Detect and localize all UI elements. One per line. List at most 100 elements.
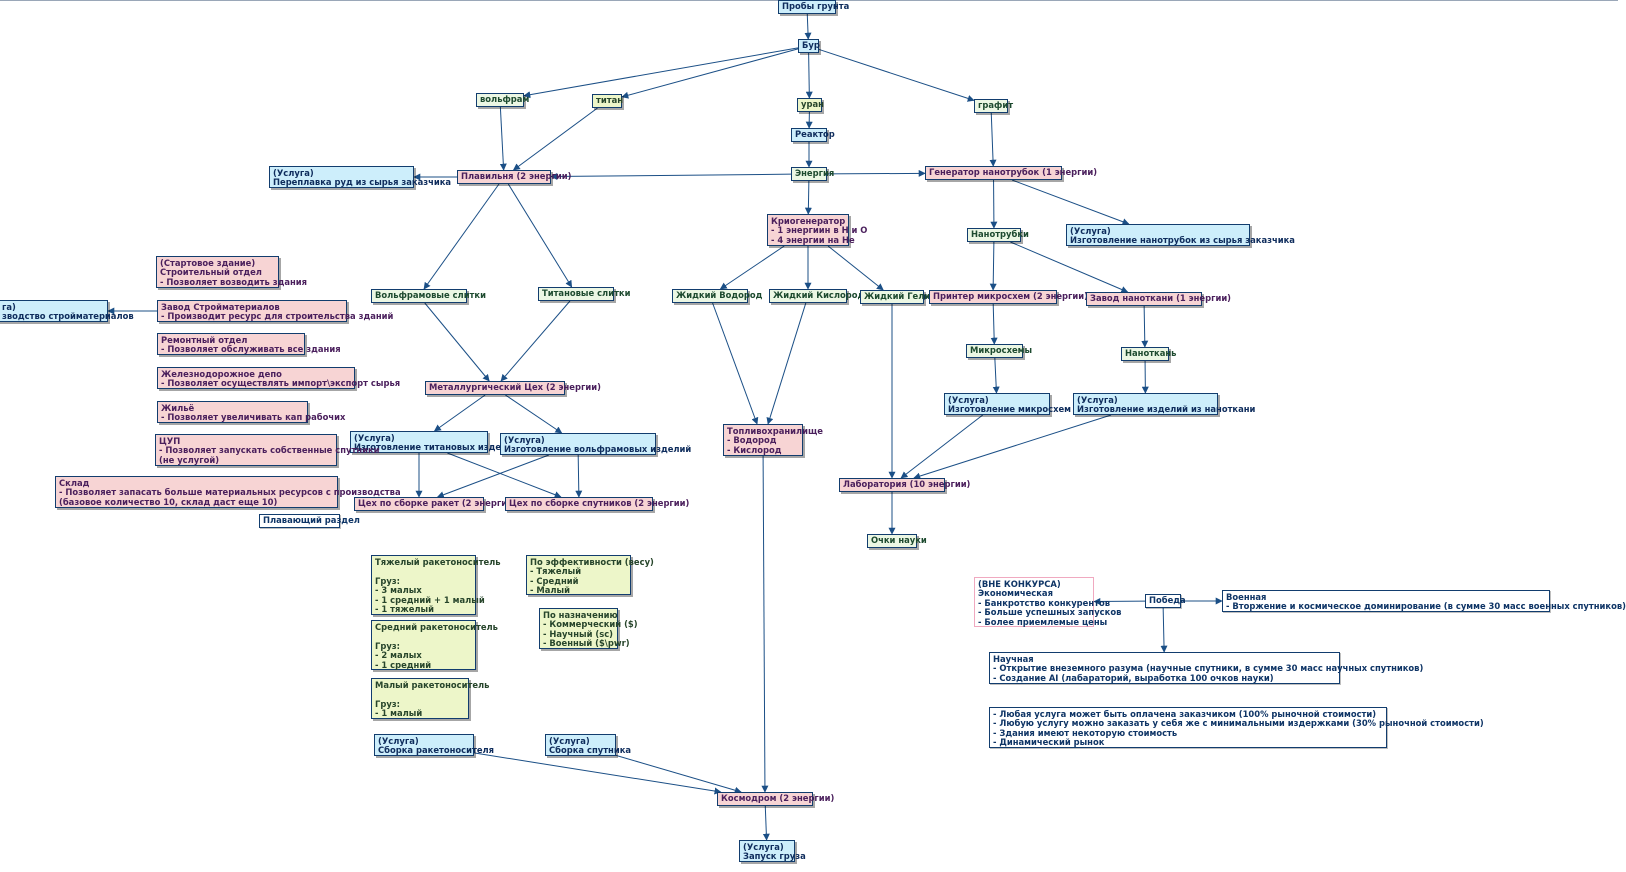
edge-n8-n15 — [507, 183, 573, 288]
node-service-ore-smelting[interactable]: (Услуга)Переплавка руд из сырья заказчик… — [269, 166, 451, 188]
node-building-materials-plant[interactable]: Завод Стройматериалов- Производит ресурс… — [157, 300, 393, 322]
node-construction-dept[interactable]: (Стартовое здание)Строительный отдел- По… — [156, 256, 307, 288]
node-text-line: Генератор нанотрубок (1 энергии) — [929, 167, 1098, 177]
node-microchips[interactable]: Микросхемы — [966, 344, 1032, 358]
node-tungsten[interactable]: вольфрам — [476, 93, 529, 107]
node-rules-notes[interactable]: - Любая услуга может быть оплачена заказ… — [989, 707, 1484, 748]
node-nanotubes[interactable]: Нанотрубки — [967, 228, 1029, 242]
node-liquid-helium[interactable]: Жидкий Гелий — [860, 290, 937, 304]
node-graphite[interactable]: графит — [974, 99, 1014, 113]
node-service-nanofabric-items[interactable]: (Услуга)Изготовление изделий из наноткан… — [1073, 393, 1256, 415]
node-heavy-rocket[interactable]: Тяжелый ракетоноситель Груз:- 3 малых- 1… — [371, 555, 501, 615]
node-housing[interactable]: Жильё- Позволяет увеличивать кап рабочих — [157, 401, 345, 423]
node-text-line: Завод наноткани (1 энергии) — [1090, 293, 1232, 303]
node-text-line: - Кислород — [727, 444, 782, 455]
node-small-rocket[interactable]: Малый ракетоноситель Груз:- 1 малый — [371, 678, 490, 719]
node-military-victory[interactable]: Военная- Вторжение и космическое доминир… — [1222, 590, 1626, 612]
node-text-line: га) — [2, 302, 16, 312]
node-uranium[interactable]: уран — [797, 98, 824, 112]
node-energy[interactable]: Энергия — [791, 167, 834, 181]
node-service-nanotubes[interactable]: (Услуга)Изготовление нанотрубок из сырья… — [1066, 224, 1295, 246]
node-drill[interactable]: Бур — [798, 39, 820, 53]
node-metallurgy-shop[interactable]: Металлургический Цех (2 энергии) — [425, 381, 601, 395]
node-text-line: (не услугой) — [159, 454, 220, 465]
node-victory[interactable]: Победа — [1145, 594, 1186, 608]
node-floating-section[interactable]: Плавающий раздел — [259, 514, 360, 528]
node-text-line: ЦУП — [159, 436, 181, 446]
node-science-victory[interactable]: Научная- Открытие внеземного разума (нау… — [989, 652, 1423, 684]
edge-n27-n31 — [436, 454, 550, 499]
node-service-rocket-assembly[interactable]: (Услуга)Сборка ракетоносителя — [374, 734, 495, 756]
node-text-line: (базовое количество 10, склад даст еще 1… — [59, 496, 278, 507]
node-text-line: Строительный отдел — [160, 267, 262, 278]
node-reactor[interactable]: Реактор — [791, 128, 835, 142]
node-text-line: Наноткань — [1125, 348, 1177, 358]
node-liquid-hydrogen[interactable]: Жидкий Водород — [672, 289, 762, 303]
node-text-line: - 3 малых — [375, 585, 422, 596]
node-text-line: Жидкий Гелий — [864, 291, 937, 301]
node-repair-dept[interactable]: Ремонтный отдел- Позволяет обслуживать в… — [157, 333, 341, 355]
node-titanium-ingots[interactable]: Титановые слитки — [538, 287, 630, 301]
node-economic-victory[interactable]: (ВНЕ КОНКУРСА)Экономическая- Банкротство… — [974, 577, 1122, 627]
edge-n17-n28 — [766, 302, 807, 425]
node-text-line: Запуск груза — [743, 851, 806, 862]
node-text-line: Малый ракетоноситель — [375, 680, 490, 690]
node-text-line: Цех по сборке ракет (2 энергии) — [358, 498, 517, 508]
node-service-tungsten-items[interactable]: (Услуга)Изготовление вольфрамовых издели… — [500, 433, 691, 455]
node-service-titanium-items[interactable]: (Услуга)Изготовление титановых изделий — [350, 431, 519, 453]
node-text-line: (Услуга) — [1077, 395, 1118, 405]
node-text-line: зводство стройматериалов — [2, 311, 134, 322]
node-soil-samples[interactable]: Пробы грунта — [778, 0, 849, 14]
node-rocket-assembly-shop[interactable]: Цех по сборке ракет (2 энергии) — [354, 497, 517, 511]
node-text-line: - Позволяет запасать больше материальных… — [59, 487, 401, 498]
node-text-line: Изготовление изделий из наноткани — [1077, 404, 1256, 415]
node-by-purpose[interactable]: По назначению- Коммерческий ($)- Научный… — [539, 608, 638, 649]
node-text-line: Вольфрамовые слитки — [375, 290, 486, 300]
edge-n1-n4 — [805, 52, 813, 99]
node-service-building-materials-cut[interactable]: га)зводство стройматериалов — [0, 300, 134, 322]
node-text-line: графит — [978, 100, 1014, 110]
node-text-line: Очки науки — [871, 535, 927, 545]
node-laboratory[interactable]: Лаборатория (10 энергии) — [839, 478, 970, 492]
node-nanofabric-factory[interactable]: Завод наноткани (1 энергии) — [1086, 292, 1232, 306]
node-text-line: (Услуга) — [378, 736, 419, 746]
node-service-microchips[interactable]: (Услуга)Изготовление микросхем — [944, 393, 1071, 415]
node-mission-control[interactable]: ЦУП- Позволяет запускать собственные спу… — [155, 434, 380, 466]
node-text-line: Металлургический Цех (2 энергии) — [429, 382, 601, 392]
node-text-line: титан — [596, 95, 624, 105]
node-text-line: - 2 малых — [375, 650, 422, 661]
edge-n52-n54 — [1160, 607, 1168, 653]
node-titanium[interactable]: титан — [592, 94, 624, 108]
node-text-line: - Вторжение и космическое доминирование … — [1226, 601, 1626, 612]
node-warehouse[interactable]: Склад- Позволяет запасать больше материа… — [55, 476, 401, 508]
node-cosmodrome[interactable]: Космодром (2 энергии) — [717, 792, 834, 806]
node-text-line: - Больше успешных запусков — [978, 607, 1122, 618]
node-chip-printer[interactable]: Принтер микросхем (2 энергии) — [929, 290, 1088, 304]
node-tungsten-ingots[interactable]: Вольфрамовые слитки — [371, 289, 486, 303]
node-science-points[interactable]: Очки науки — [867, 534, 927, 548]
node-nanofabric[interactable]: Наноткань — [1121, 347, 1177, 361]
node-liquid-oxygen[interactable]: Жидкий Кислород — [769, 289, 864, 303]
node-text-line: - Создание AI (лабараторий, выработка 10… — [993, 672, 1274, 683]
node-text-line: Военная — [1226, 592, 1267, 602]
node-text-line: Завод Стройматериалов — [161, 302, 280, 312]
node-text-line: - Научный (sc) — [543, 628, 614, 639]
node-text-line: (Услуга) — [549, 736, 590, 746]
node-railway-depot[interactable]: Железнодорожное депо- Позволяет осуществ… — [157, 367, 400, 389]
node-text-line: - Более приемлемые цены — [978, 616, 1108, 627]
node-nanotube-generator[interactable]: Генератор нанотрубок (1 энергии) — [925, 166, 1098, 180]
node-smelter[interactable]: Плавильня (2 энергии) — [457, 170, 571, 184]
node-text-line: Железнодорожное депо — [161, 369, 282, 379]
node-medium-rocket[interactable]: Средний ракетоноситель Груз:- 2 малых- 1… — [371, 620, 498, 670]
node-text-line: Сборка ракетоносителя — [378, 745, 495, 756]
node-text-line: - Водород — [727, 435, 777, 446]
node-satellite-assembly-shop[interactable]: Цех по сборке спутников (2 энергии) — [505, 497, 689, 511]
node-text-line: - 1 средний + 1 малый — [375, 594, 485, 605]
node-text-line: Склад — [59, 478, 90, 488]
node-service-satellite-assembly[interactable]: (Услуга)Сборка спутника — [545, 734, 631, 756]
node-fuel-storage[interactable]: Топливохранилище- Водород- Кислород — [723, 424, 823, 456]
node-cryogenerator[interactable]: Криогенератор- 1 энергиин в Н и О- 4 эне… — [767, 214, 867, 246]
node-by-efficiency[interactable]: По эффективности (весу)- Тяжелый- Средни… — [526, 555, 654, 595]
node-service-cargo-launch[interactable]: (Услуга)Запуск груза — [739, 840, 806, 862]
node-text-line: Жильё — [161, 403, 195, 413]
